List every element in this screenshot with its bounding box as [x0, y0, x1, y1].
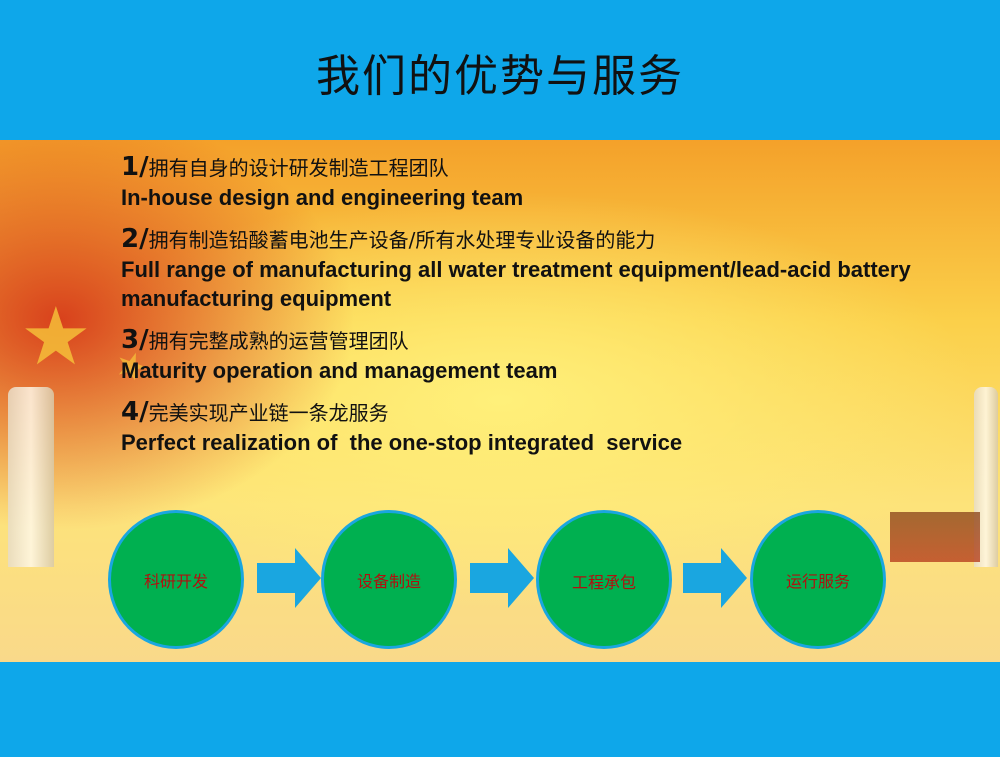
item-en: Maturity operation and management team [121, 358, 558, 383]
item-cn: 拥有制造铅酸蓄电池生产设备/所有水处理专业设备的能力 [148, 228, 656, 252]
item-number: 3/ [121, 325, 149, 355]
list-item: 3/拥有完整成熟的运营管理团队 Maturity operation and m… [121, 325, 951, 385]
pillar-image [8, 387, 54, 567]
item-en: In-house design and engineering team [121, 185, 524, 210]
item-cn: 完美实现产业链一条龙服务 [148, 401, 389, 425]
flow-step-manufacturing: 设备制造 [321, 510, 457, 649]
item-en: Perfect realization of the one-stop inte… [121, 430, 683, 455]
item-cn: 拥有完整成熟的运营管理团队 [148, 329, 409, 353]
arrow-right-icon [470, 548, 534, 608]
item-number: 1/ [121, 152, 149, 182]
list-item: 2/拥有制造铅酸蓄电池生产设备/所有水处理专业设备的能力 Full range … [121, 224, 951, 313]
flow-step-label: 科研开发 [143, 573, 208, 591]
list-item: 1/拥有自身的设计研发制造工程团队 In-house design and en… [121, 152, 951, 212]
arrow-right-icon [257, 548, 321, 608]
flow-step-operation: 运行服务 [750, 510, 886, 649]
item-number: 4/ [121, 397, 149, 427]
flow-step-research: 科研开发 [108, 510, 244, 649]
advantages-list: 1/拥有自身的设计研发制造工程团队 In-house design and en… [121, 152, 951, 469]
item-en: Full range of manufacturing all water tr… [121, 257, 911, 311]
star-icon: ★ [20, 292, 92, 381]
item-number: 2/ [121, 224, 149, 254]
item-cn: 拥有自身的设计研发制造工程团队 [148, 156, 449, 180]
flow-step-label: 运行服务 [785, 573, 850, 591]
gate-image [890, 512, 980, 562]
arrow-right-icon [683, 548, 747, 608]
flow-step-label: 设备制造 [356, 573, 421, 591]
list-item: 4/完美实现产业链一条龙服务 Perfect realization of th… [121, 397, 951, 457]
flow-step-engineering: 工程承包 [536, 510, 672, 649]
slide-title: 我们的优势与服务 [316, 51, 684, 102]
flow-step-label: 工程承包 [571, 575, 636, 592]
